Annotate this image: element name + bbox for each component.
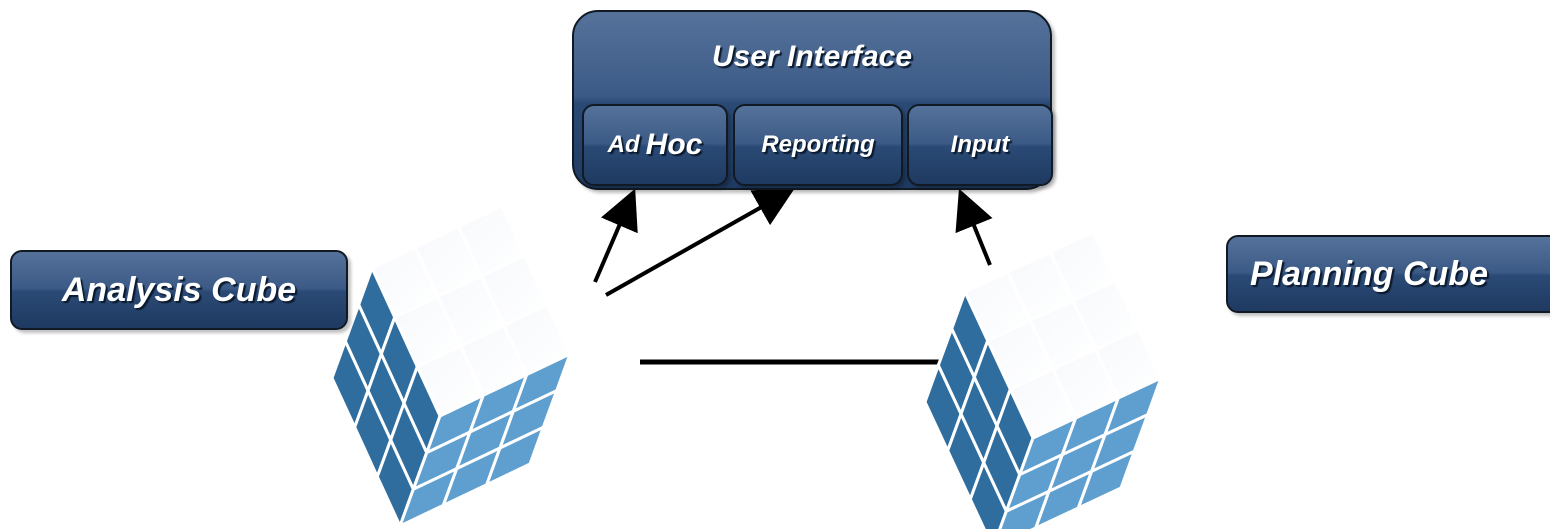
arrow-analysis-to-reporting	[605, 188, 795, 297]
reporting-module: Reporting	[733, 104, 903, 186]
analysis-cube-icon	[330, 203, 573, 529]
input-module: Input	[907, 104, 1053, 186]
analysis-cube-text: Analysis Cube	[61, 270, 297, 309]
reporting-label: Reporting	[761, 131, 875, 158]
cube-right-facet	[1075, 448, 1137, 511]
adhoc-module: Ad Hoc	[582, 104, 728, 186]
user-interface-title: User Interface	[711, 40, 913, 73]
arrow-analysis-to-adhoc	[593, 188, 638, 283]
adhoc-label-ad: Ad	[607, 131, 640, 158]
planning-cube-icon	[923, 230, 1164, 529]
planning-cube-label: Planning Cube	[1226, 235, 1550, 313]
cube-left-facet	[968, 458, 1008, 529]
input-label: Input	[950, 131, 1010, 158]
adhoc-label-hoc: Hoc	[645, 128, 703, 161]
planning-cube-text: Planning Cube	[1250, 254, 1488, 293]
arrow-planning-to-input	[955, 188, 993, 266]
cube-right-facet	[484, 424, 546, 488]
analysis-cube-label: Analysis Cube	[10, 250, 348, 330]
